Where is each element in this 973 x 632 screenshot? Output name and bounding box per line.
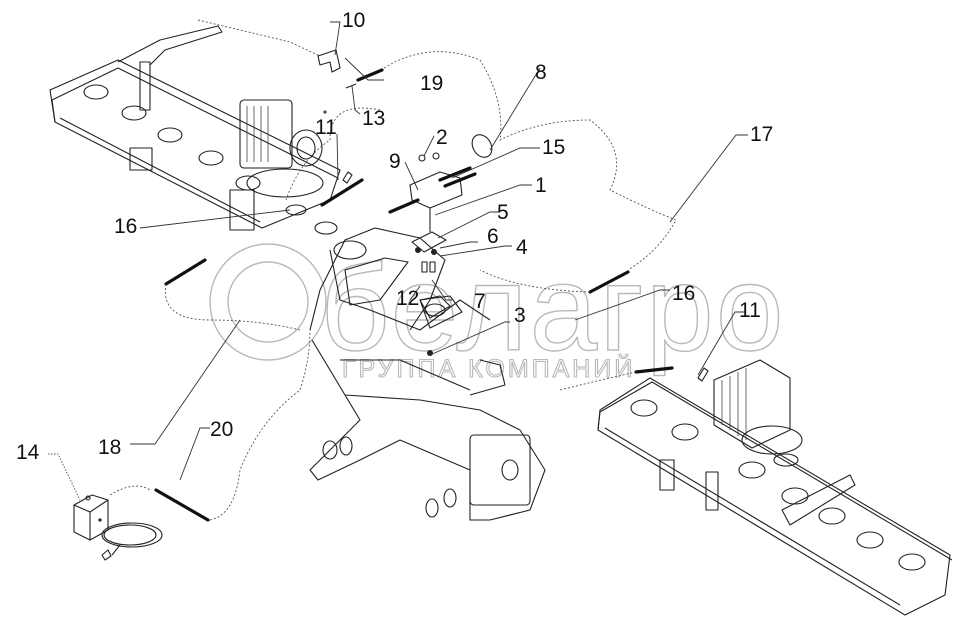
watermark-brand: белагро: [320, 240, 786, 376]
callout-5: 5: [497, 201, 509, 224]
callout-labels: 1 2 3 4 5 6 7 8 9 10 11 11 12 13 14 15 1…: [16, 9, 773, 464]
right-boom-section: [597, 359, 953, 616]
watermark-logo-ring: [209, 243, 327, 361]
callout-16-left: 16: [114, 215, 137, 238]
central-frame: [309, 227, 546, 521]
callout-3: 3: [514, 304, 526, 327]
callout-15: 15: [542, 136, 565, 159]
callout-2: 2: [436, 126, 448, 149]
callout-10: 10: [342, 9, 365, 32]
pin-13: [345, 83, 357, 89]
callout-8: 8: [535, 61, 547, 84]
callout-12: 12: [396, 287, 419, 310]
callout-20: 20: [210, 418, 233, 441]
leader-lines: [48, 21, 748, 501]
left-boom-section: [49, 25, 341, 235]
callout-11-left: 11: [315, 116, 337, 139]
callout-7: 7: [474, 290, 486, 313]
callout-6: 6: [487, 225, 499, 248]
rod-19: [356, 68, 384, 82]
control-box: [73, 494, 163, 561]
callout-1: 1: [535, 174, 547, 197]
watermark-logo-inner-ring: [227, 261, 309, 343]
callout-16-right: 16: [672, 282, 695, 305]
watermark-tagline: ГРУППА КОМПАНИЙ: [342, 353, 635, 383]
callout-9: 9: [389, 150, 401, 173]
callout-13: 13: [362, 107, 385, 130]
sensor-assembly: [388, 134, 493, 319]
callout-19: 19: [420, 72, 443, 95]
callout-14: 14: [16, 441, 40, 464]
callout-11-right: 11: [739, 299, 761, 322]
watermark: белагро ГРУППА КОМПАНИЙ: [209, 239, 786, 384]
callout-4: 4: [516, 236, 528, 259]
callout-18: 18: [98, 436, 121, 459]
bracket-10: [317, 49, 341, 73]
callout-17: 17: [750, 123, 773, 146]
